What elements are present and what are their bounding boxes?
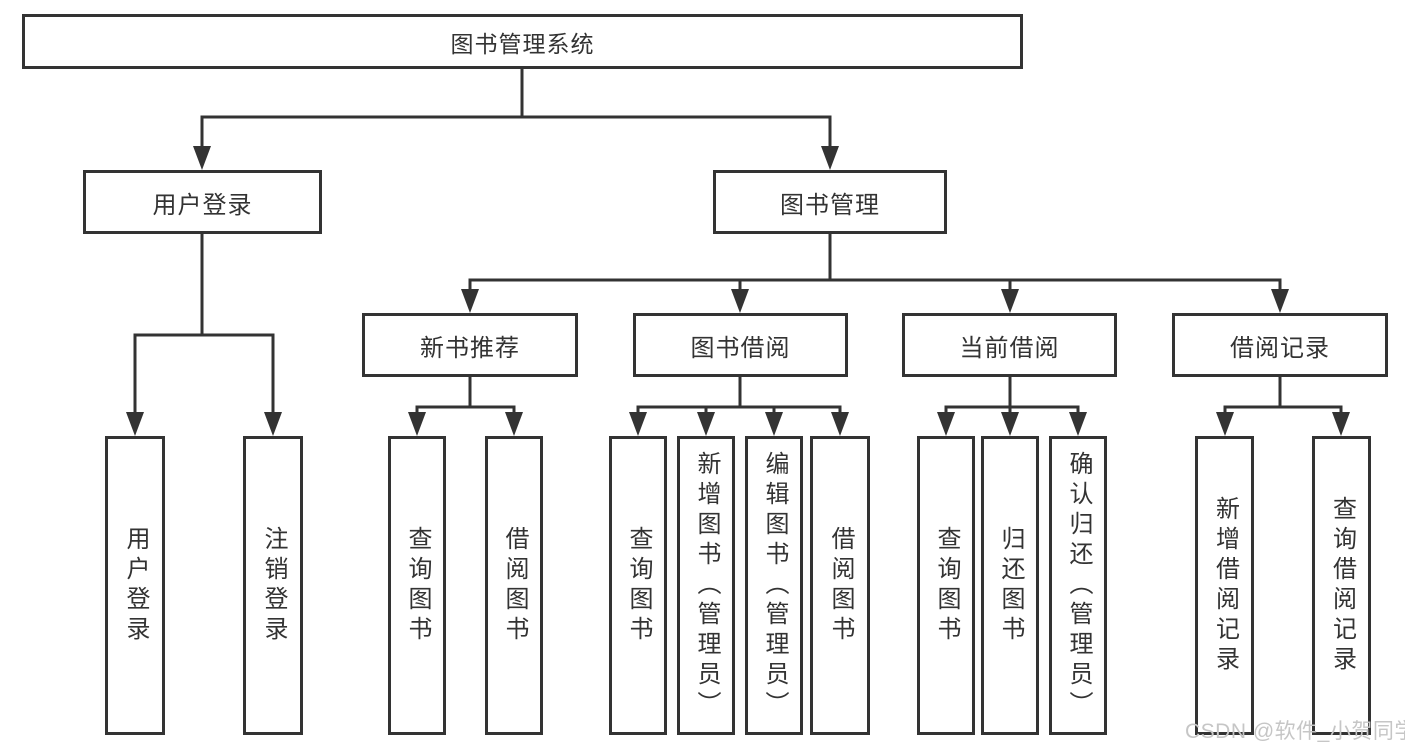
diagram-node-bb-query-books: 查询图书: [609, 436, 667, 735]
csdn-watermark: CSDN @软件_小贺同学: [1185, 720, 1405, 743]
node-label: 用户登录: [122, 525, 149, 646]
diagram-node-logout: 注销登录: [243, 436, 303, 735]
node-label: 查询图书: [625, 525, 652, 646]
diagram-node-borrow-records: 借阅记录: [1172, 313, 1388, 377]
node-label: 用户登录: [152, 191, 253, 219]
diagram-node-book-borrow: 图书借阅: [633, 313, 848, 377]
node-label: 新增图书（管理员）: [693, 450, 720, 721]
diagram-node-bb-borrow-books: 借阅图书: [810, 436, 870, 735]
node-label: 查询图书: [404, 525, 431, 646]
node-label: 图书管理系统: [450, 30, 595, 57]
diagram-node-bb-edit-books: 编辑图书（管理员）: [745, 436, 803, 735]
node-label: 查询图书: [933, 525, 960, 646]
diagram-node-user-login: 用户登录: [83, 170, 322, 234]
node-label: 归还图书: [997, 525, 1024, 646]
diagram-node-rec-query-books: 查询图书: [388, 436, 446, 735]
node-label: 查询借阅记录: [1328, 495, 1356, 676]
diagram-node-br-query-record: 查询借阅记录: [1312, 436, 1371, 735]
diagram-node-bb-add-books: 新增图书（管理员）: [677, 436, 735, 735]
node-label: 借阅图书: [501, 525, 528, 646]
node-label: 借阅记录: [1230, 334, 1330, 362]
node-label: 确认归还（管理员）: [1065, 450, 1092, 721]
diagram-node-cb-query-books: 查询图书: [917, 436, 975, 735]
diagram-node-rec-borrow-books: 借阅图书: [485, 436, 543, 735]
diagram-node-book-mgmt: 图书管理: [713, 170, 947, 234]
diagram-node-new-book-rec: 新书推荐: [362, 313, 578, 377]
node-label: 当前借阅: [959, 334, 1060, 362]
node-label: 注销登录: [260, 525, 287, 646]
diagram-node-br-add-record: 新增借阅记录: [1195, 436, 1254, 735]
diagram-node-root: 图书管理系统: [22, 14, 1023, 69]
node-label: 图书管理: [780, 191, 880, 219]
node-label: 借阅图书: [827, 525, 854, 646]
node-label: 新增借阅记录: [1211, 495, 1239, 676]
diagram-node-login: 用户登录: [105, 436, 165, 735]
diagram-node-cb-return-books: 归还图书: [981, 436, 1039, 735]
node-label: 图书借阅: [690, 334, 791, 362]
node-label: 新书推荐: [420, 334, 520, 362]
diagram-node-current-borrow: 当前借阅: [902, 313, 1117, 377]
diagram-node-cb-confirm-return: 确认归还（管理员）: [1049, 436, 1107, 735]
node-label: 编辑图书（管理员）: [761, 450, 788, 721]
